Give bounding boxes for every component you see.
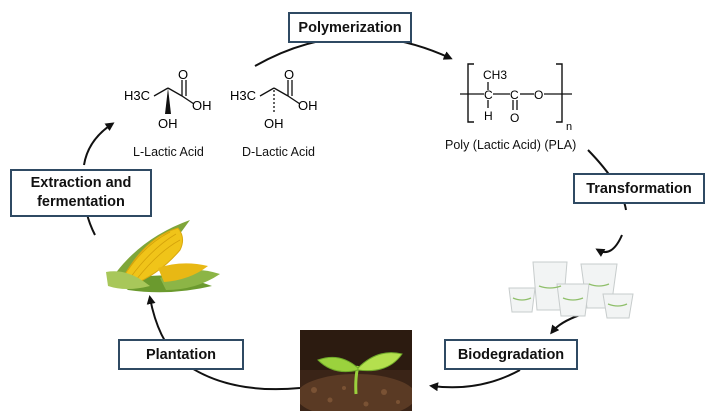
svg-text:O: O [284, 70, 294, 82]
svg-text:H: H [484, 109, 493, 123]
svg-text:O: O [510, 111, 519, 125]
svg-text:H3C: H3C [230, 88, 256, 103]
d-lactic-acid-label: D-Lactic Acid [242, 145, 315, 159]
l-lactic-acid-label: L-Lactic Acid [133, 145, 204, 159]
svg-text:O: O [178, 70, 188, 82]
extraction-fermentation-label: Extraction and fermentation [10, 169, 152, 217]
svg-text:n: n [566, 121, 572, 133]
extraction-line-1: Extraction and [30, 175, 132, 191]
extraction-line-2: fermentation [37, 194, 125, 210]
svg-text:OH: OH [298, 98, 318, 113]
biodegradation-label: Biodegradation [444, 339, 578, 370]
corn-icon [106, 220, 220, 293]
plantation-label: Plantation [118, 339, 244, 370]
transformation-label: Transformation [573, 173, 705, 204]
l-lactic-acid-structure: H3C O OH OH [124, 70, 212, 131]
polymerization-label: Polymerization [288, 12, 412, 43]
svg-text:O: O [534, 88, 543, 102]
arrow-to-seedling [429, 369, 521, 392]
svg-text:CH3: CH3 [483, 68, 507, 82]
pla-label: Poly (Lactic Acid) (PLA) [445, 138, 577, 152]
svg-text:C: C [484, 88, 493, 102]
pla-structure: CH3 C H C O O n [460, 63, 572, 133]
seedling-icon [300, 330, 412, 411]
d-lactic-acid-structure: H3C O OH OH [230, 70, 318, 131]
svg-text:OH: OH [158, 116, 178, 131]
svg-text:H3C: H3C [124, 88, 150, 103]
svg-text:OH: OH [264, 116, 284, 131]
svg-text:OH: OH [192, 98, 212, 113]
plastic-cups-icon [508, 261, 634, 319]
svg-text:C: C [510, 88, 519, 102]
